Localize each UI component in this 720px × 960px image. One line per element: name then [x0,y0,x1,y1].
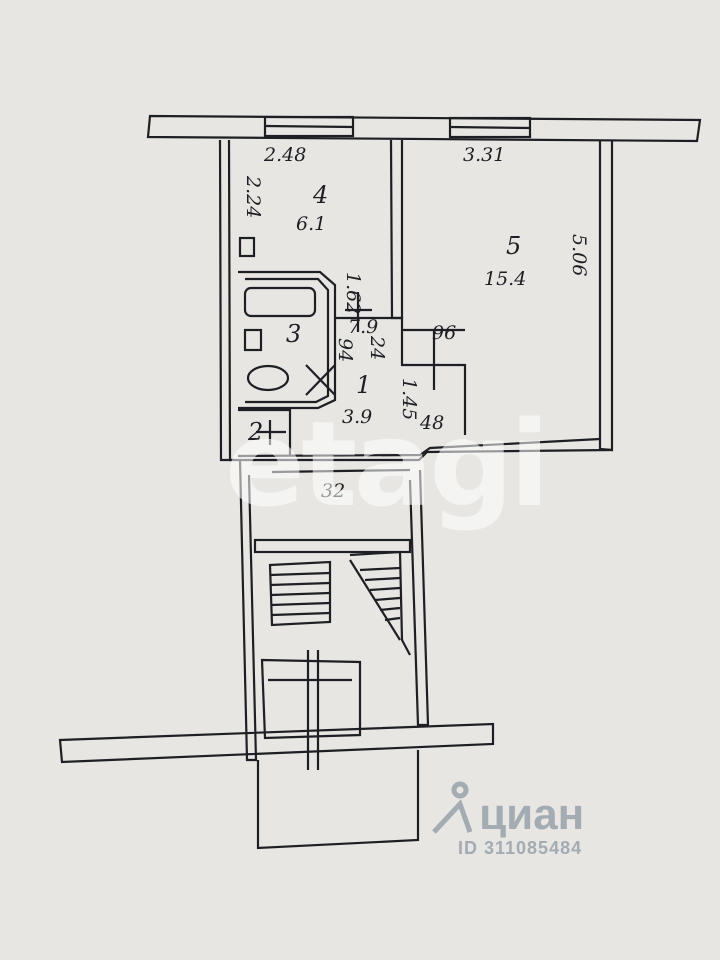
porch [256,750,420,850]
dim-96: 96 [432,322,457,344]
room-4-area: 6.1 [296,213,327,235]
dim-79: 7.9 [348,316,379,338]
dim-162: 1.62 [342,272,364,315]
exterior-wall-bottom [58,722,495,764]
dim-32: 32 [321,480,346,502]
cian-listing-id: ID 311085484 [458,838,583,858]
wall-room2 [238,408,292,455]
bathtub [243,286,317,318]
room-1-number: 1 [356,371,372,399]
dim-room5-width: 3.31 [463,144,506,166]
bathroom-wall-inner [245,277,330,404]
bathroom-wall [238,270,337,410]
wall-hall [335,316,467,435]
sink [243,328,263,352]
cian-logo-icon [432,781,473,834]
etagi-watermark: etagi [225,395,550,533]
dim-94: 94 [334,338,356,363]
entry-vestibule [260,658,362,740]
sink-room4 [238,236,256,258]
cian-logo-text: циан [479,790,585,839]
wall-bottom [229,448,613,462]
cian-watermark: циан ID 311085484 [430,780,584,859]
stair-shaft-left [238,459,258,762]
dim-room4-width: 2.48 [264,144,307,166]
dim-room5-depth: 5.06 [568,234,590,277]
wall-left-outer [218,139,232,462]
room-5-area: 15.4 [484,268,527,290]
room-1-area: 3.9 [342,406,373,428]
exterior-wall-top [146,114,702,143]
room-2-number: 2 [248,418,264,446]
room-5-number: 5 [506,232,522,260]
wall-bottom-inner [237,437,601,458]
dim-24: 24 [366,336,388,361]
wall-right-outer [598,141,614,452]
dim-room4-depth: 2.24 [242,176,264,219]
stair-shaft-right [408,469,430,727]
room-4-number: 4 [313,181,329,209]
room-3-number: 3 [286,320,302,348]
stair-landing [253,538,412,554]
toilet [246,364,290,392]
wall-room5-left [389,139,404,320]
stairs-right [349,550,411,656]
dim-48: 48 [420,412,445,434]
